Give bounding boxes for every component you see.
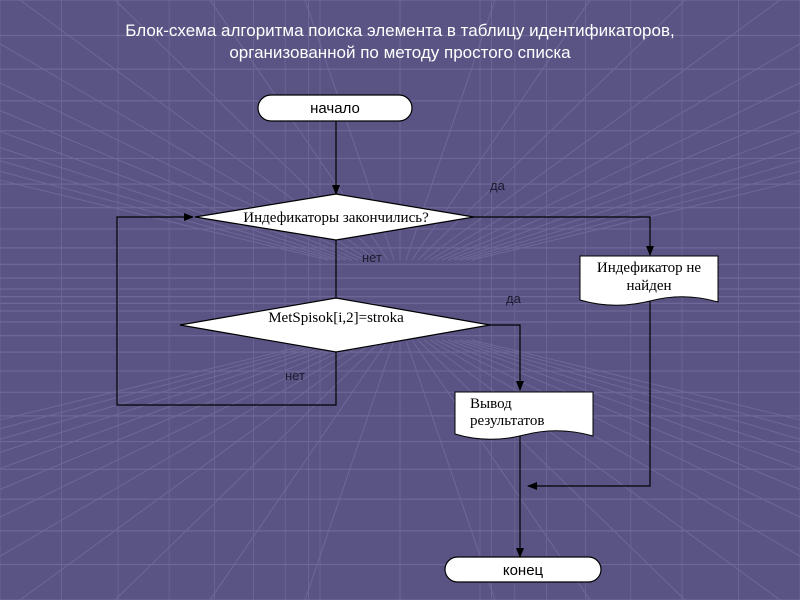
grid-line [447, 339, 800, 470]
arrow-decision1-yes [474, 216, 654, 256]
end-terminator-label: конец [503, 562, 544, 579]
decision1-no-label: нет [362, 250, 382, 265]
grid-line [0, 339, 371, 557]
grid-line [0, 339, 353, 470]
grid-line [417, 339, 686, 600]
start-terminator-label: начало [310, 100, 360, 117]
decision2-no-label: нет [285, 368, 305, 383]
start-terminator: начало [257, 94, 413, 122]
grid-line [435, 339, 800, 518]
slide-title: Блок-схема алгоритма поиска элемента в т… [40, 20, 760, 64]
arrow-not-found-to-merge [527, 300, 651, 490]
output-document-shape [454, 391, 594, 440]
decision1-yes-label: да [490, 178, 506, 193]
grid-line [0, 339, 359, 490]
end-terminator-shape [444, 556, 602, 583]
decision2-label: MetSpisok[i,2]=stroka [268, 310, 404, 326]
grid-line [114, 339, 383, 600]
decision2-diamond [179, 297, 491, 353]
grid-line [453, 339, 800, 453]
document-not-found: Индефикатор не найден [579, 255, 719, 306]
slide-title-line-2: организованной по методу простого списка [229, 43, 571, 62]
arrow-decision2-yes [490, 324, 524, 391]
grid-line [0, 339, 365, 518]
decision1-label: Индефикаторы закончились? [243, 210, 429, 226]
not-found-document-shape [579, 255, 719, 306]
grid-line [465, 339, 800, 430]
decision-identifiers-ended: Индефикаторы закончились? [194, 193, 475, 241]
not-found-label-line-2: найден [626, 278, 671, 294]
decision1-diamond [194, 193, 475, 241]
grid-line [209, 339, 389, 600]
decision-compare-element: MetSpisok[i,2]=stroka [179, 297, 491, 353]
grid-line [441, 339, 800, 490]
grid-line [0, 339, 347, 453]
grid-line [429, 339, 800, 557]
grid-line [459, 339, 800, 440]
slide-title-line-1: Блок-схема алгоритма поиска элемента в т… [125, 21, 675, 40]
not-found-label-line-1: Индефикатор не [597, 260, 702, 276]
grid-line [0, 339, 329, 421]
grid-line [0, 339, 341, 440]
grid-line [19, 339, 377, 600]
decision2-yes-label: да [506, 291, 522, 306]
document-output-results: Вывод результатов [454, 391, 594, 440]
output-label-line-1: Вывод [470, 396, 512, 412]
connectors [116, 120, 654, 558]
grid-line [423, 339, 781, 600]
arrow-decision2-no-loop [116, 213, 337, 406]
end-terminator: конец [444, 556, 602, 583]
grid-line [0, 339, 335, 430]
output-label-line-2: результатов [470, 413, 545, 429]
start-terminator-shape [257, 94, 413, 122]
